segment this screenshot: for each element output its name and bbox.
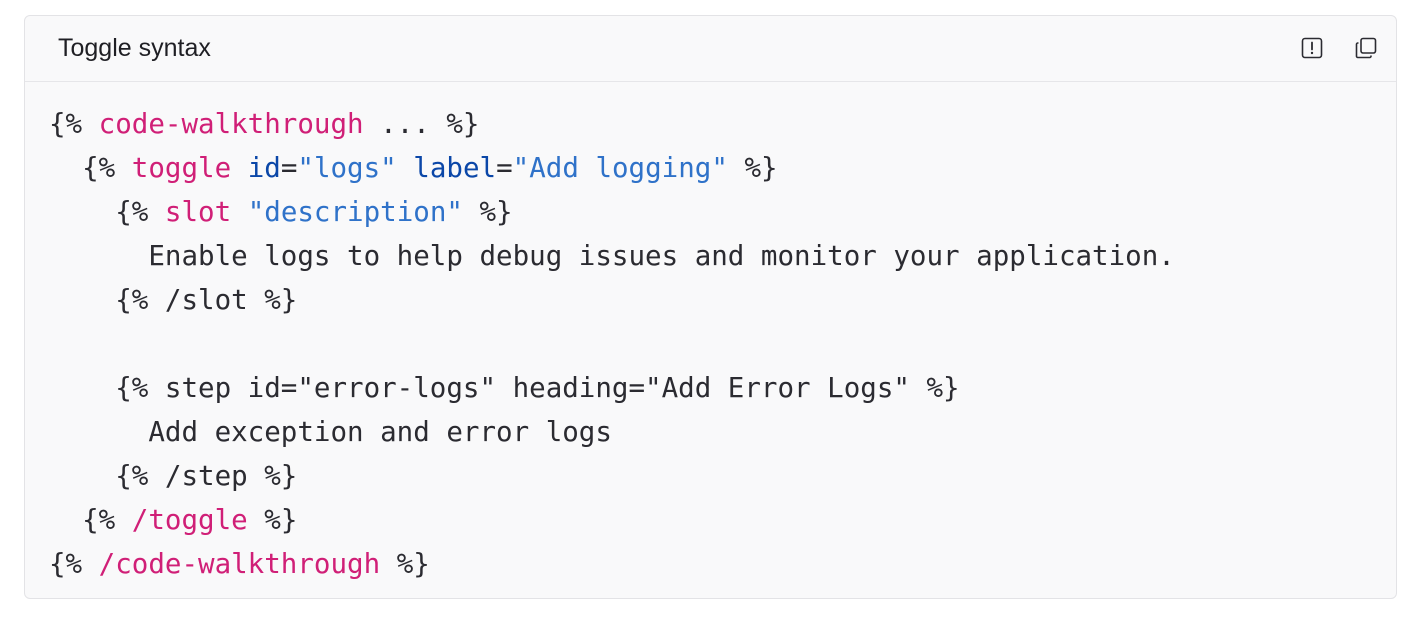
- code-line: {% /toggle %}: [49, 504, 297, 536]
- code-token: /toggle: [131, 504, 248, 536]
- code-token: %}: [727, 152, 778, 184]
- code-token: "Add logging": [512, 152, 728, 184]
- code-token: toggle: [131, 152, 232, 184]
- code-token: Add exception and error logs: [49, 416, 612, 448]
- copy-button[interactable]: [1354, 36, 1378, 60]
- code-token: {%: [49, 548, 99, 580]
- code-token: %}: [247, 504, 298, 536]
- code-token: label: [413, 152, 497, 184]
- code-snippet: {% code-walkthrough ... %} {% toggle id=…: [49, 102, 1396, 586]
- code-token: {% /step %}: [49, 460, 298, 492]
- code-token: id: [247, 152, 281, 184]
- code-token: %}: [380, 548, 430, 580]
- code-line: {% step id="error-logs" heading="Add Err…: [49, 372, 960, 404]
- report-issue-button[interactable]: [1300, 36, 1324, 60]
- code-line: {% /slot %}: [49, 284, 297, 316]
- code-token: "logs": [297, 152, 397, 184]
- header-actions: [1300, 36, 1378, 60]
- code-token: {% step id="error-logs" heading="Add Err…: [49, 372, 960, 404]
- code-token: =: [496, 152, 513, 184]
- code-token: {% /slot %}: [49, 284, 298, 316]
- code-line: {% toggle id="logs" label="Add logging" …: [49, 152, 778, 184]
- code-line: Add exception and error logs: [49, 416, 612, 448]
- code-block-title: Toggle syntax: [58, 34, 211, 62]
- code-line: {% code-walkthrough ... %}: [49, 108, 479, 140]
- code-token: "description": [247, 196, 463, 228]
- code-block-header: Toggle syntax: [25, 16, 1396, 82]
- code-token: {%: [49, 504, 132, 536]
- report-issue-icon: [1301, 37, 1323, 59]
- code-token: %}: [462, 196, 513, 228]
- code-token: =: [280, 152, 298, 184]
- code-token: slot: [164, 196, 232, 228]
- code-line: {% /code-walkthrough %}: [49, 548, 430, 580]
- code-token: {%: [49, 196, 165, 228]
- code-token: ... %}: [363, 108, 480, 140]
- code-token: [231, 152, 248, 184]
- code-token: code-walkthrough: [98, 108, 364, 140]
- code-token: Enable logs to help debug issues and mon…: [49, 240, 1175, 272]
- code-token: /code-walkthrough: [98, 548, 381, 580]
- copy-icon: [1355, 37, 1377, 59]
- code-token: [397, 152, 414, 184]
- code-line: {% /step %}: [49, 460, 297, 492]
- code-line: {% slot "description" %}: [49, 196, 513, 228]
- code-token: [231, 196, 248, 228]
- code-token: {%: [49, 108, 99, 140]
- code-block-card: Toggle syntax {% code-walkthrough ... %}…: [24, 15, 1397, 599]
- code-token: {%: [49, 152, 132, 184]
- code-body: {% code-walkthrough ... %} {% toggle id=…: [25, 82, 1396, 586]
- code-line: Enable logs to help debug issues and mon…: [49, 240, 1175, 272]
